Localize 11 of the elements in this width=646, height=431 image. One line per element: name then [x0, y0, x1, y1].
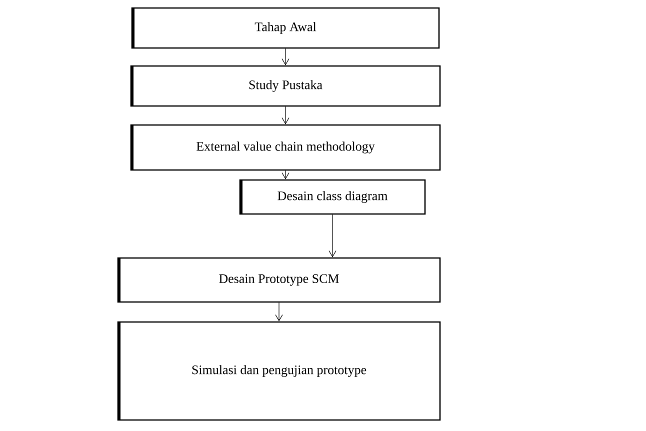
arrow: [275, 302, 283, 322]
process-box: Simulasi dan pengujian prototype: [117, 321, 441, 421]
process-box: External value chain methodology: [130, 124, 441, 171]
arrow: [282, 106, 290, 124]
process-box: Desain class diagram: [239, 179, 426, 215]
process-box: Study Pustaka: [130, 65, 441, 107]
arrow: [282, 48, 290, 66]
process-box: Tahap Awal: [131, 7, 440, 49]
process-box: Desain Prototype SCM: [117, 257, 441, 303]
arrow: [328, 214, 336, 258]
arrow: [282, 170, 290, 180]
